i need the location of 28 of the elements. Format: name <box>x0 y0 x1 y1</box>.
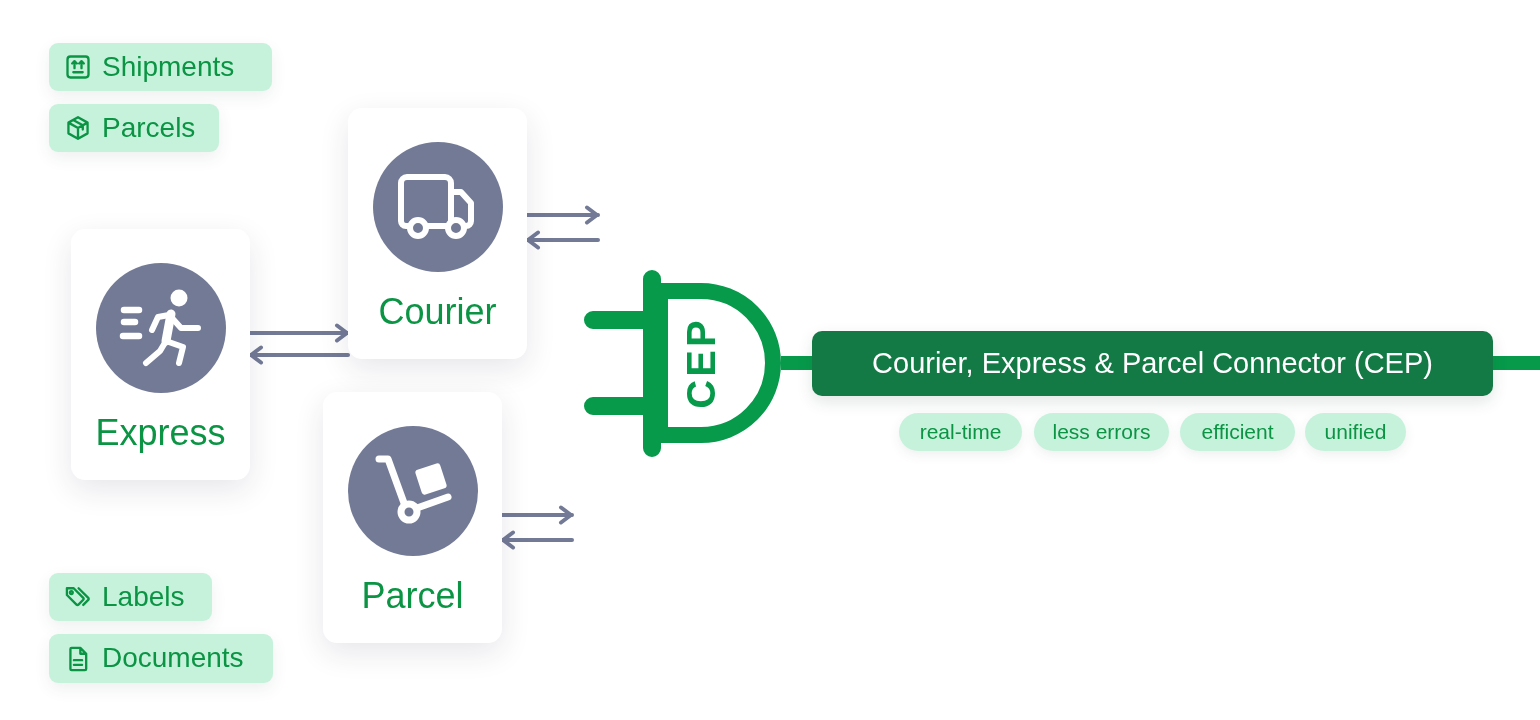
benefit-tag: efficient <box>1180 413 1295 451</box>
category-tag <box>49 43 272 91</box>
service-card <box>71 229 250 480</box>
service-label: Parcel <box>361 576 464 616</box>
service-card <box>323 392 502 643</box>
category-label: Shipments <box>102 51 235 83</box>
plug-label: CEP <box>681 317 721 409</box>
category-tag <box>49 573 212 621</box>
arrow <box>500 530 574 550</box>
arrow <box>500 505 574 525</box>
arrow <box>248 323 350 343</box>
cable-line <box>1493 356 1540 370</box>
service-label: Courier <box>378 292 497 332</box>
cable-line <box>781 356 812 370</box>
arrow <box>248 345 350 365</box>
service-label: Express <box>95 413 226 453</box>
arrow <box>525 205 600 225</box>
category-label: Documents <box>102 643 244 674</box>
arrow <box>525 230 600 250</box>
service-card <box>348 108 527 359</box>
category-label: Labels <box>102 581 185 613</box>
benefit-tag: real-time <box>899 413 1022 451</box>
title-banner: Courier, Express & Parcel Connector (CEP) <box>812 331 1493 396</box>
benefit-tag: less errors <box>1034 413 1169 451</box>
category-label: Parcels <box>102 112 196 144</box>
category-tag <box>49 104 219 152</box>
benefit-tag: unified <box>1305 413 1406 451</box>
category-tag <box>49 634 273 683</box>
